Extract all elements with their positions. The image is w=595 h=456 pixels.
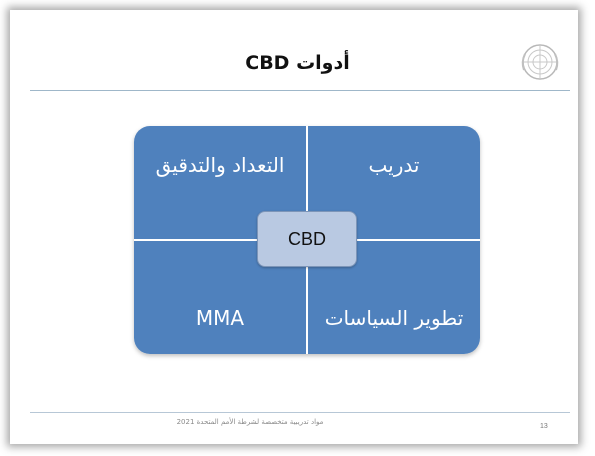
title-divider (30, 90, 570, 91)
center-cbd-box: CBD (257, 211, 357, 267)
quadrant-label: MMA (195, 305, 245, 330)
quadrant-label: تدريب (368, 152, 420, 177)
footer-text: مواد تدريبية متخصصة لشرطة الأمم المتحدة … (176, 418, 324, 426)
quadrant-label: التعداد والتدقيق (155, 152, 285, 177)
quadrant-label: تطوير السياسات (324, 305, 464, 330)
page-number: 13 (540, 423, 548, 430)
slide-title: أدوات CBD (245, 52, 350, 74)
un-emblem-icon (518, 40, 562, 84)
footer-divider (30, 412, 570, 413)
